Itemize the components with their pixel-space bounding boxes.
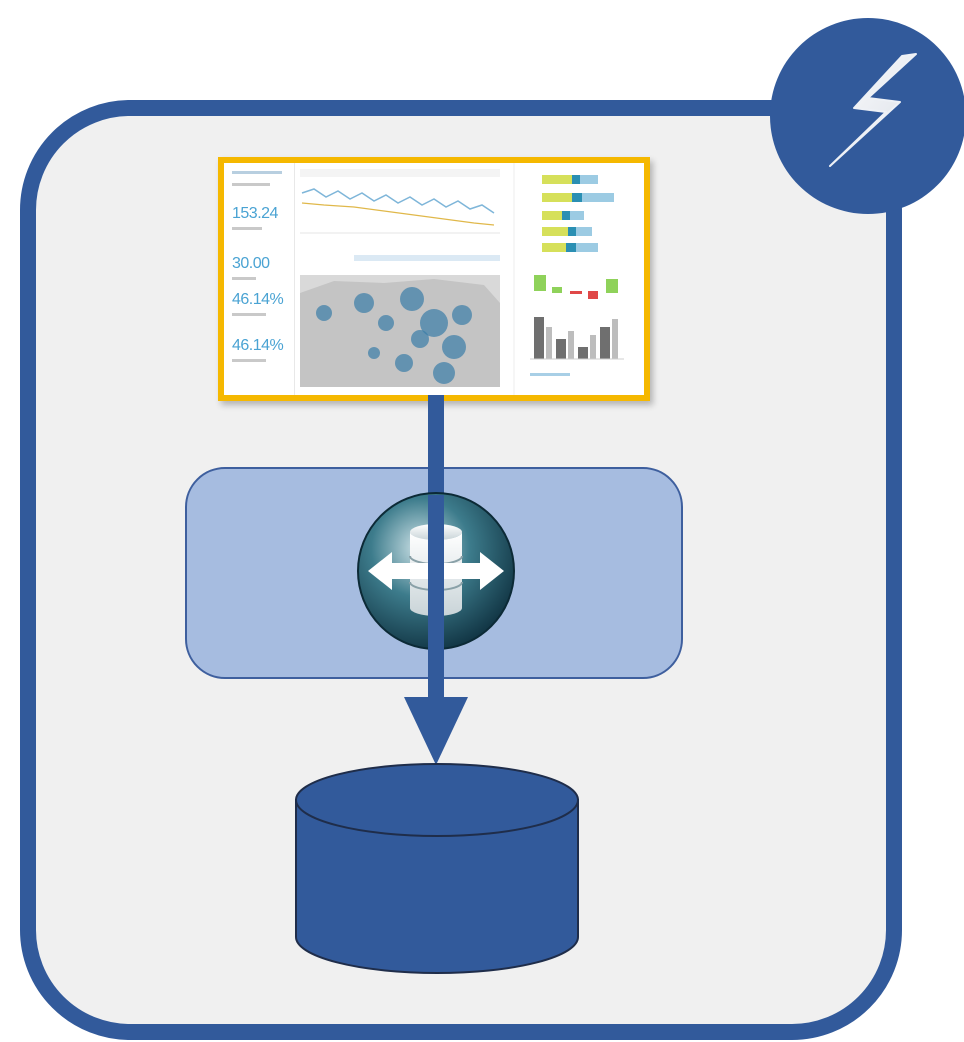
kpi-value-3: 46.14% [232,291,284,308]
bubble-map [300,275,500,387]
dashboard-thumbnail: 153.24 30.00 46.14% 46.14% [218,157,650,401]
kpi-value-2: 30.00 [232,255,270,272]
database-cylinder-icon [295,763,579,974]
lightning-icon [829,53,917,167]
kpi-value-1: 153.24 [232,205,278,222]
kpi-caption-line [232,227,262,230]
arrow-shaft-front [428,495,444,655]
kpi-value-4: 46.14% [232,337,284,354]
arrowhead [404,697,468,765]
lightning-badge [770,18,964,214]
waterfall-chart [534,275,618,299]
kpi-caption-line [232,183,270,186]
kpi-column: 153.24 30.00 46.14% 46.14% [224,163,295,395]
bar-list [513,163,614,395]
line-chart [300,169,500,261]
kpi-caption-line [232,313,266,316]
column-chart [530,317,624,376]
kpi-caption-line [232,277,256,280]
kpi-caption-line [232,359,266,362]
dashboard-visuals [300,163,624,395]
kpi-header-line [232,171,282,174]
